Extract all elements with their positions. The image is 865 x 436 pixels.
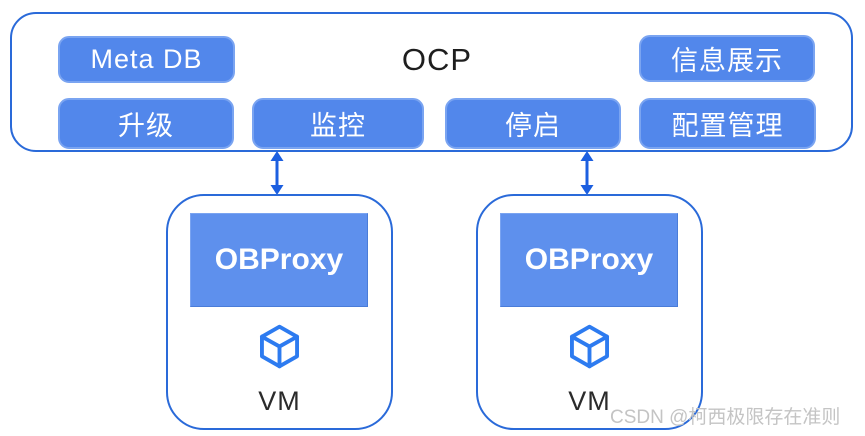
vm-group-right: OBProxy VM	[476, 194, 703, 430]
bidirectional-arrow-right	[580, 151, 594, 195]
node-info-display: 信息展示	[639, 35, 815, 82]
node-stop-start: 停启	[445, 98, 621, 149]
vm-label: VM	[258, 386, 301, 416]
vm-label: VM	[568, 386, 611, 416]
node-upgrade: 升级	[58, 98, 234, 149]
csdn-watermark: CSDN @柯西极限存在准则	[610, 407, 841, 428]
bidirectional-arrow-left	[270, 151, 284, 195]
node-monitor: 监控	[252, 98, 424, 149]
ocp-title: OCP	[401, 42, 473, 77]
cube-icon	[565, 322, 614, 371]
cube-icon	[255, 322, 304, 371]
obproxy-node: OBProxy	[190, 213, 368, 307]
node-meta-db: Meta DB	[58, 36, 235, 83]
ocp-group-box: OCP Meta DB 信息展示 升级 监控 停启 配置管理	[10, 12, 853, 152]
obproxy-node: OBProxy	[500, 213, 678, 307]
vm-group-left: OBProxy VM	[166, 194, 393, 430]
node-config-management: 配置管理	[639, 98, 816, 149]
